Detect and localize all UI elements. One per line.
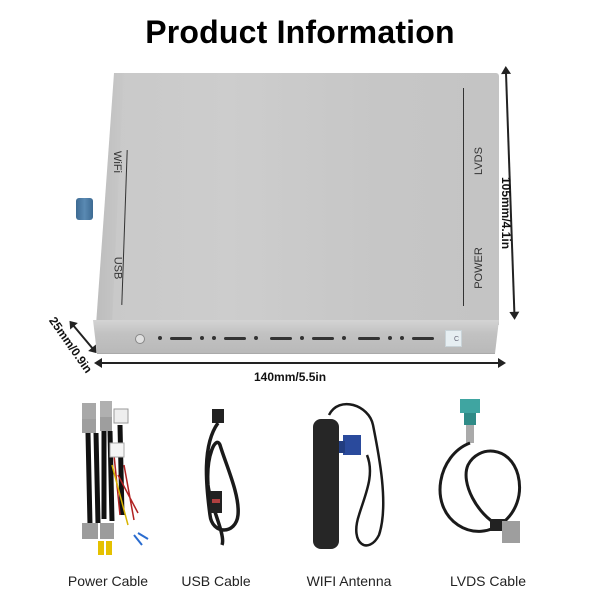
usb-cable-icon bbox=[204, 409, 240, 546]
width-dimension-arrow bbox=[94, 358, 506, 368]
right-port-divider bbox=[463, 88, 464, 306]
page-title: Product Information bbox=[145, 14, 455, 50]
power-cable-harness-icon bbox=[82, 401, 149, 555]
accessory-lvds-cable: LVDS Cable bbox=[418, 395, 558, 600]
wifi-antenna-icon bbox=[313, 403, 385, 549]
lvds-cable-icon bbox=[438, 399, 521, 543]
wifi-connector-icon bbox=[76, 198, 93, 220]
accessory-label: USB Cable bbox=[181, 573, 251, 589]
accessory-usb-cable: USB Cable bbox=[146, 395, 286, 600]
accessory-label: WIFI Antenna bbox=[306, 573, 392, 589]
port-label-usb: USB bbox=[111, 256, 124, 280]
port-label-lvds: LVDS bbox=[472, 147, 485, 175]
accessory-power-cable: Power Cable bbox=[38, 395, 178, 600]
height-dimension-label: 105mm/4.1in bbox=[499, 176, 514, 250]
accessory-wifi-antenna: WIFI Antenna bbox=[279, 395, 419, 600]
device-front-panel bbox=[93, 320, 499, 354]
accessory-label: LVDS Cable bbox=[449, 573, 526, 589]
device-top-panel bbox=[112, 73, 499, 325]
port-label-power: POWER bbox=[472, 247, 485, 289]
width-dimension-label: 140mm/5.5in bbox=[254, 370, 327, 384]
port-label-wifi: WiFi bbox=[111, 151, 123, 173]
screw-icon bbox=[135, 334, 145, 344]
accessory-label: Power Cable bbox=[67, 573, 149, 589]
certification-sticker: C bbox=[445, 330, 462, 347]
